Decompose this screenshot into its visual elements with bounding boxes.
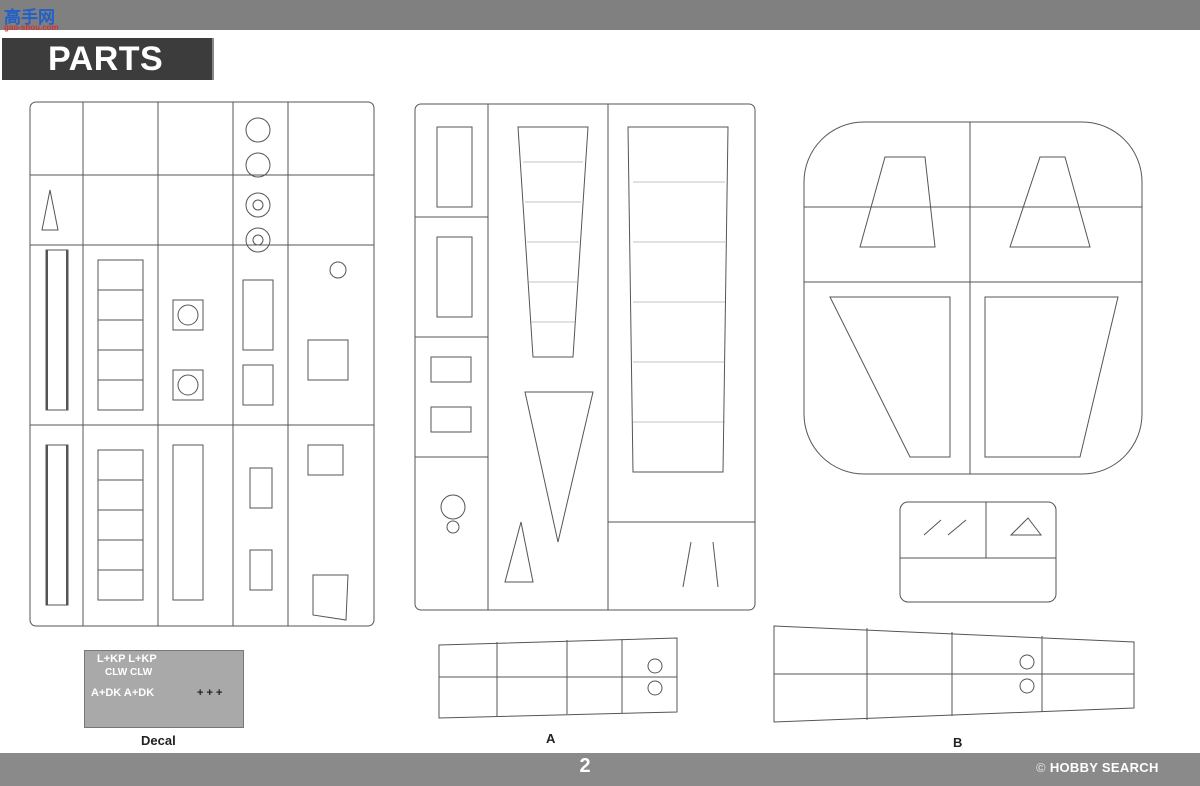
- decal-crosses: + + +: [197, 687, 223, 699]
- sprue-middle: [414, 103, 756, 611]
- sprue-left: [29, 101, 375, 627]
- watermark-logo-text: 高手网: [4, 8, 55, 27]
- decal-marking-adk: A+DK A+DK: [91, 687, 155, 699]
- hobby-search-text: HOBBY SEARCH: [1049, 760, 1159, 775]
- page-title: PARTS: [48, 40, 164, 78]
- watermark-logo: 高手网 gao-shou.com: [4, 3, 68, 32]
- part-sheet-a: [438, 637, 678, 719]
- part-sheet-b: [773, 625, 1135, 723]
- decal-sheet: L+KP L+KP CLW CLW A+DK A+DK + + +: [84, 650, 244, 728]
- sprue-right: [803, 121, 1143, 475]
- copyright-mark: ©: [1036, 760, 1046, 775]
- hobby-search-logo: © HOBBY SEARCH: [1036, 760, 1159, 775]
- sprue-small: [899, 501, 1057, 603]
- sheet-a-label: A: [546, 731, 556, 746]
- parts-header: PARTS: [2, 38, 214, 80]
- bottom-band: [0, 753, 1200, 786]
- decal-marking-lkp: L+KP L+KP: [97, 653, 157, 665]
- decal-marking-clw: CLW CLW: [105, 667, 153, 678]
- sheet-b-label: B: [953, 735, 963, 750]
- top-band: [0, 0, 1200, 30]
- page-number: 2: [579, 755, 591, 777]
- decal-label: Decal: [141, 733, 176, 748]
- watermark-url: gao-shou.com: [4, 23, 59, 32]
